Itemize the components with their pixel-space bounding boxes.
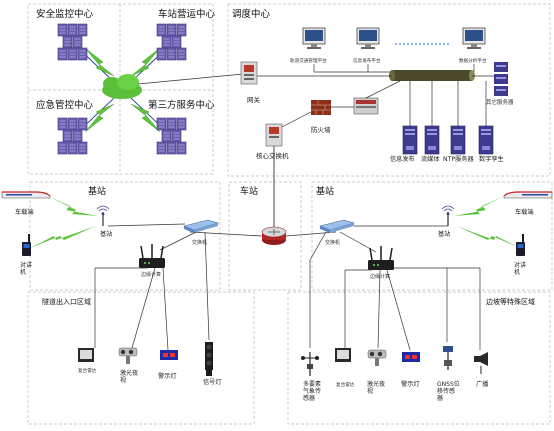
lightning-left-bottom: [30, 226, 96, 248]
walkie-right-icon: [516, 234, 525, 256]
train-left-icon: [1, 191, 51, 199]
walkie-left-label: 对讲机: [20, 261, 32, 276]
firewall-label: 防火墙: [311, 125, 331, 134]
region-station: 车站: [240, 185, 258, 197]
tunnel-composite-label: 复合雷达: [78, 367, 97, 374]
composite-radar-slope-icon: [335, 348, 351, 362]
lightning-left-top: [48, 196, 98, 216]
server-cluster-security: [58, 24, 87, 60]
slope-alarm-label: 警示灯: [401, 380, 420, 388]
workstation-2-label: 信息发布平台: [353, 57, 381, 64]
slope-gnss-label: GNSS位移传感器: [437, 380, 460, 402]
tunnel-laser-label: 激光夜视: [120, 369, 138, 384]
digital-twin-server-icon: [478, 125, 494, 155]
switch-right-label: 交换机: [325, 239, 340, 246]
workstation-2-icon: [356, 27, 380, 50]
slope-composite-label: 复合雷达: [336, 381, 355, 388]
laser-night-vision-tunnel-icon: [118, 347, 138, 364]
server-cluster-third-party: [157, 118, 186, 154]
gateway-icon: [240, 61, 258, 85]
gnss-sensor-icon: [443, 346, 453, 370]
other-servers-label: 其它服务器: [486, 98, 514, 106]
ntp-label: NTP服务器: [443, 155, 475, 163]
region-base-station-right: 基站: [316, 185, 334, 197]
info-pub-label: 信息发布: [390, 155, 415, 163]
base-station-left-label: 基站: [100, 230, 112, 238]
region-slope: 边坡等特殊区域: [486, 297, 535, 306]
region-dispatch: 调度中心: [232, 8, 271, 20]
server-cluster-emergency: [58, 118, 87, 154]
network-bus-icon: [389, 70, 475, 81]
slope-broadcast-label: 广播: [476, 380, 489, 388]
region-third-party: 第三方服务中心: [148, 99, 215, 111]
lightning-right-bottom: [456, 226, 520, 248]
core-switch-icon: [265, 123, 283, 147]
other-servers-icon: [494, 62, 508, 96]
ellipsis-dots: [395, 43, 449, 45]
weather-sensor-icon: [301, 352, 319, 376]
switch-right-icon: [319, 219, 355, 234]
antenna-right-icon: [441, 205, 455, 227]
slope-laser-label: 激光夜视: [367, 380, 385, 395]
workstation-3-icon: [462, 27, 486, 50]
broadcast-speaker-icon: [474, 352, 488, 374]
gateway-label: 网关: [247, 95, 261, 104]
workstation-3-label: 数据分析平台: [459, 57, 487, 64]
alarm-light-slope-icon: [402, 352, 420, 362]
firewall-icon: [311, 100, 331, 115]
antenna-left-icon: [96, 205, 110, 227]
info-pub-server-icon: [402, 125, 418, 155]
region-emergency: 应急管控中心: [36, 99, 94, 111]
signal-light-tunnel-icon: [205, 342, 213, 376]
edge-router-left-icon: [138, 243, 166, 269]
region-station-ops: 车站营运中心: [158, 8, 216, 20]
streaming-label: 流媒体: [421, 155, 440, 163]
region-tunnel: 隧道出入口区域: [42, 297, 91, 306]
slope-weather-label: 多要素气象传感器: [303, 380, 321, 402]
switch-left-icon: [183, 219, 219, 234]
server-cluster-station-ops: [157, 24, 186, 60]
core-router-box-icon: [353, 97, 379, 115]
switch-left-label: 交换机: [192, 239, 207, 246]
streaming-server-icon: [424, 125, 440, 155]
workstation-1-icon: [302, 27, 326, 50]
digital-twin-label: 数字孪生: [479, 155, 504, 163]
vehicle-left-label: 车载端: [15, 208, 34, 216]
tunnel-signal-label: 信号灯: [203, 378, 222, 386]
core-switch-label: 核心交换机: [256, 151, 289, 160]
alarm-light-tunnel-icon: [160, 350, 178, 360]
walkie-right-label: 对讲机: [514, 261, 526, 276]
edge-left-label: 边缘计算: [141, 271, 161, 278]
vehicle-right-label: 车载端: [515, 208, 534, 216]
station-router-icon: [261, 226, 287, 245]
base-station-right-label: 基站: [438, 230, 450, 238]
composite-radar-tunnel-icon: [78, 348, 94, 362]
lightning-right-top: [454, 196, 504, 216]
workstation-1-label: 轨道交通管理平台: [290, 57, 327, 64]
walkie-left-icon: [22, 234, 31, 256]
region-base-station-left: 基站: [88, 185, 106, 197]
laser-night-vision-slope-icon: [367, 349, 387, 366]
region-security: 安全监控中心: [36, 8, 94, 20]
train-right-icon: [503, 191, 553, 199]
tunnel-alarm-label: 警示灯: [158, 372, 177, 380]
cloud-icon: [102, 74, 142, 99]
ntp-server-icon: [450, 125, 466, 155]
